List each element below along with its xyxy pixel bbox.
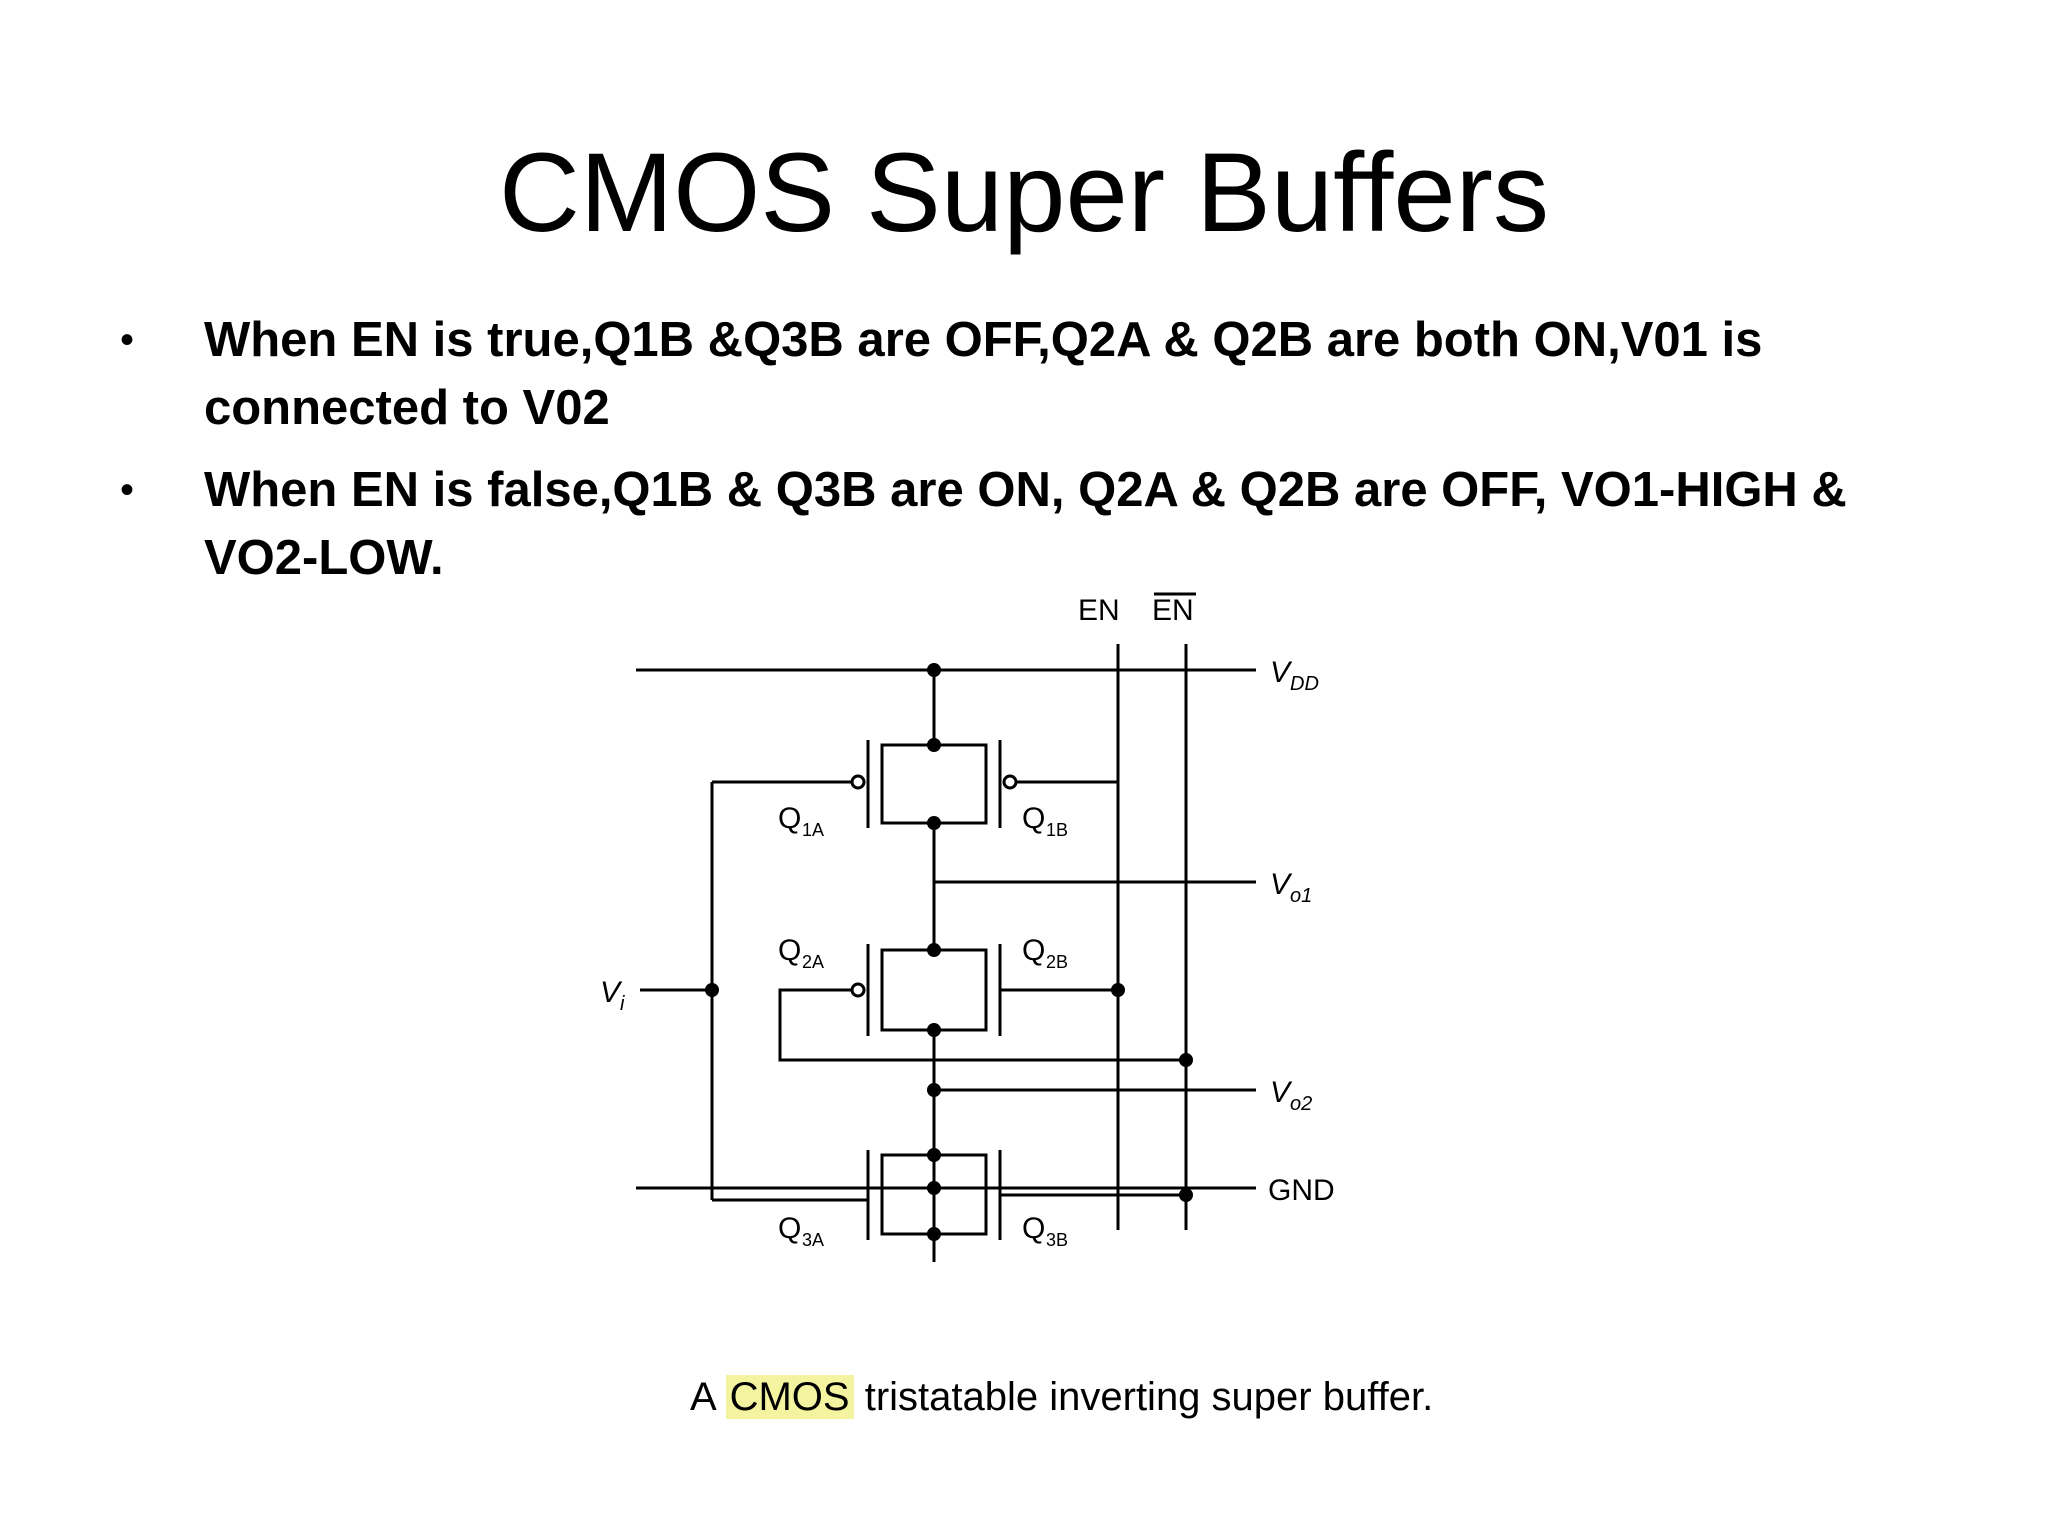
bullet-item: • When EN is false,Q1B & Q3B are ON, Q2A… (120, 456, 1940, 592)
caption-highlight: CMOS (725, 1375, 854, 1419)
vo2-sub: o2 (1290, 1093, 1312, 1115)
q1a-label: Q (778, 802, 801, 835)
circuit-schematic: EN EN V DD V o1 V o2 V i GND Q 1A Q 1B Q… (600, 592, 1335, 1262)
q2b-label: Q (1022, 934, 1045, 967)
bullet-list: • When EN is true,Q1B &Q3B are OFF,Q2A &… (120, 306, 1940, 606)
q2a-label: Q (778, 934, 801, 967)
q2a-sub: 2A (802, 952, 824, 972)
caption-prefix: A (690, 1375, 726, 1419)
q2-pair (880, 948, 988, 1032)
q1b-sub: 1B (1046, 820, 1068, 840)
vi-sub: i (620, 993, 625, 1015)
vo2-label: V (1270, 1076, 1293, 1109)
q1a-sub: 1A (802, 820, 824, 840)
vdd-label: V (1270, 656, 1293, 689)
caption-suffix: tristatable inverting super buffer. (853, 1375, 1434, 1419)
bullet-icon: • (120, 318, 135, 362)
q1a-bubble (850, 774, 866, 790)
vi-label: V (600, 976, 623, 1009)
junction-dots (705, 663, 1193, 1241)
q2a-gate-wire (778, 988, 1186, 1062)
vo1-sub: o1 (1290, 885, 1312, 907)
bullet-text: When EN is false,Q1B & Q3B are ON, Q2A &… (204, 463, 1847, 585)
vo1-label: V (1270, 868, 1293, 901)
en-label: EN (1078, 594, 1120, 627)
bullet-item: • When EN is true,Q1B &Q3B are OFF,Q2A &… (120, 306, 1940, 442)
q3a-sub: 3A (802, 1230, 824, 1250)
gnd-label: GND (1268, 1174, 1335, 1207)
q2a-bubble (850, 982, 866, 998)
slide-title: CMOS Super Buffers (499, 130, 1549, 255)
q3a-label: Q (778, 1212, 801, 1245)
circuit-diagram: EN EN V DD V o1 V o2 V i GND Q 1A Q 1B Q… (600, 590, 1380, 1290)
en-bar-label: EN (1152, 594, 1194, 627)
q3b-label: Q (1022, 1212, 1045, 1245)
bullet-icon: • (120, 468, 135, 512)
q3b-sub: 3B (1046, 1230, 1068, 1250)
figure-caption: A CMOS tristatable inverting super buffe… (690, 1372, 1590, 1422)
q1b-label: Q (1022, 802, 1045, 835)
bullet-text: When EN is true,Q1B &Q3B are OFF,Q2A & Q… (204, 313, 1763, 435)
q1-pair (880, 743, 988, 825)
q2b-sub: 2B (1046, 952, 1068, 972)
q1b-bubble (1002, 774, 1018, 790)
vdd-sub: DD (1290, 673, 1319, 695)
